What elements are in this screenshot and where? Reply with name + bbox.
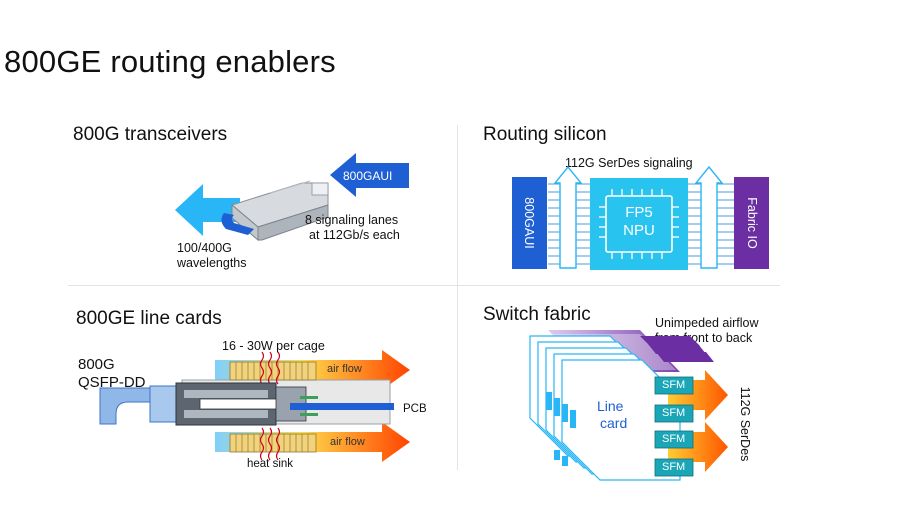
module-label-line2: QSFP-DD <box>78 374 146 391</box>
module-label-line1: 800G <box>78 356 115 373</box>
heat-sink-label: heat sink <box>247 458 294 470</box>
npu-die <box>605 195 673 253</box>
line-card-label-line2: card <box>600 415 628 431</box>
horizontal-divider <box>68 285 780 286</box>
sfm-boxes <box>654 376 694 477</box>
fabric-io-bar <box>734 177 769 269</box>
serdes-signaling-label: 112G SerDes signaling <box>565 156 693 170</box>
npu-chip-pins <box>599 189 679 259</box>
heat-waves <box>259 351 281 461</box>
wavelength-output-arrow <box>175 184 240 236</box>
aui-input-arrow <box>330 153 409 197</box>
line-card-stack <box>529 335 681 481</box>
sfm-label-1: SFM <box>662 379 686 391</box>
npu-label-line2: NPU <box>623 222 655 239</box>
lanes-label-line1: 8 signaling lanes <box>305 213 399 227</box>
line-card-label-line1: Line <box>597 398 624 414</box>
transceiver-module <box>221 180 329 242</box>
sfm-label-2: SFM <box>662 407 686 419</box>
aui-bar <box>512 177 547 269</box>
fabric-plates-front <box>640 336 714 362</box>
heat-sink-bottom <box>229 433 317 453</box>
npu-label-line1: FP5 <box>625 204 653 221</box>
pcb-connectors <box>300 396 318 416</box>
sfm-label-3: SFM <box>662 433 686 445</box>
pcb <box>290 403 394 410</box>
vertical-divider <box>457 125 458 470</box>
linecards-title: 800GE line cards <box>76 308 222 329</box>
pcb-label: PCB <box>403 403 427 415</box>
wavelength-label-line1: 100/400G <box>177 241 232 255</box>
wavelength-label-line2: wavelengths <box>177 256 247 270</box>
serdes-up-arrow-right <box>694 165 724 269</box>
power-label: 16 - 30W per cage <box>222 339 325 353</box>
silicon-title: Routing silicon <box>483 124 607 145</box>
line-card-edges <box>546 392 576 466</box>
slide-title: 800GE routing enablers <box>4 44 336 79</box>
transceivers-title: 800G transceivers <box>73 124 228 145</box>
airflow-bottom-label: air flow <box>330 436 365 448</box>
serdes-up-arrow-left <box>553 165 583 269</box>
sfm-label-4: SFM <box>662 461 686 473</box>
airflow-note-line1: Unimpeded airflow <box>655 316 759 330</box>
heat-sink-top <box>229 361 317 381</box>
aui-input-label: 800GAUI <box>343 169 393 183</box>
lanes-label-line2: at 112Gb/s each <box>309 228 400 242</box>
fabric-serdes-label: 112G SerDes <box>738 386 752 462</box>
airflow-top-label: air flow <box>327 363 362 375</box>
fabric-title: Switch fabric <box>483 304 591 325</box>
